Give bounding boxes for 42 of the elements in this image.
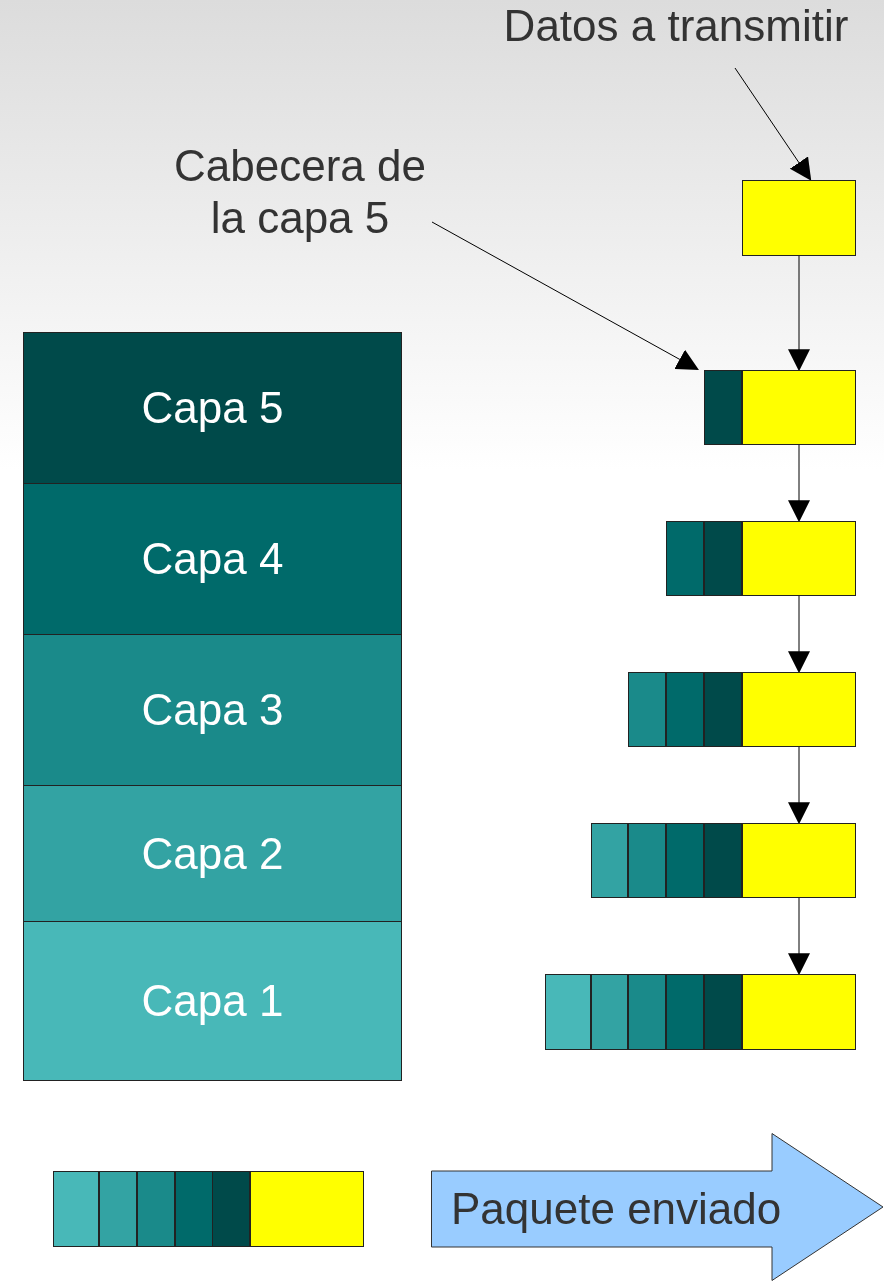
header-segment [666, 823, 704, 898]
header-segment [666, 974, 704, 1050]
data-segment [742, 370, 856, 445]
layer-box: Capa 5 [23, 332, 402, 484]
header-segment [175, 1171, 213, 1247]
header-segment [591, 823, 628, 898]
arrow-label: Paquete enviado [451, 1183, 782, 1235]
header-segment [704, 823, 742, 898]
data-segment [742, 823, 856, 898]
arrow [788, 897, 810, 976]
layer-box: Capa 1 [23, 921, 402, 1081]
header-segment [591, 974, 628, 1050]
layer-box: Capa 4 [23, 483, 402, 635]
header-segment [704, 521, 742, 596]
header-segment [212, 1171, 250, 1247]
header-segment [666, 672, 704, 747]
caption-text: Cabecera de la capa 5 [160, 140, 440, 250]
header-segment [137, 1171, 175, 1247]
header-segment [628, 823, 666, 898]
header-segment [545, 974, 591, 1050]
header-segment [53, 1171, 99, 1247]
header-segment [704, 370, 742, 445]
data-segment [742, 180, 856, 256]
arrow [788, 255, 810, 372]
arrow [788, 444, 810, 523]
leader-line [431, 221, 699, 371]
data-segment [742, 974, 856, 1050]
arrow [788, 595, 810, 674]
layer-box: Capa 3 [23, 634, 402, 786]
data-segment [250, 1171, 364, 1247]
data-segment [742, 672, 856, 747]
header-segment [628, 974, 666, 1050]
header-segment [666, 521, 704, 596]
leader-line [734, 67, 812, 181]
header-segment [628, 672, 666, 747]
arrow [788, 746, 810, 825]
layer-box: Capa 2 [23, 785, 402, 922]
header-segment [704, 974, 742, 1050]
header-segment [704, 672, 742, 747]
data-segment [742, 521, 856, 596]
header-segment [99, 1171, 137, 1247]
caption-text: Datos a transmitir [486, 0, 866, 60]
